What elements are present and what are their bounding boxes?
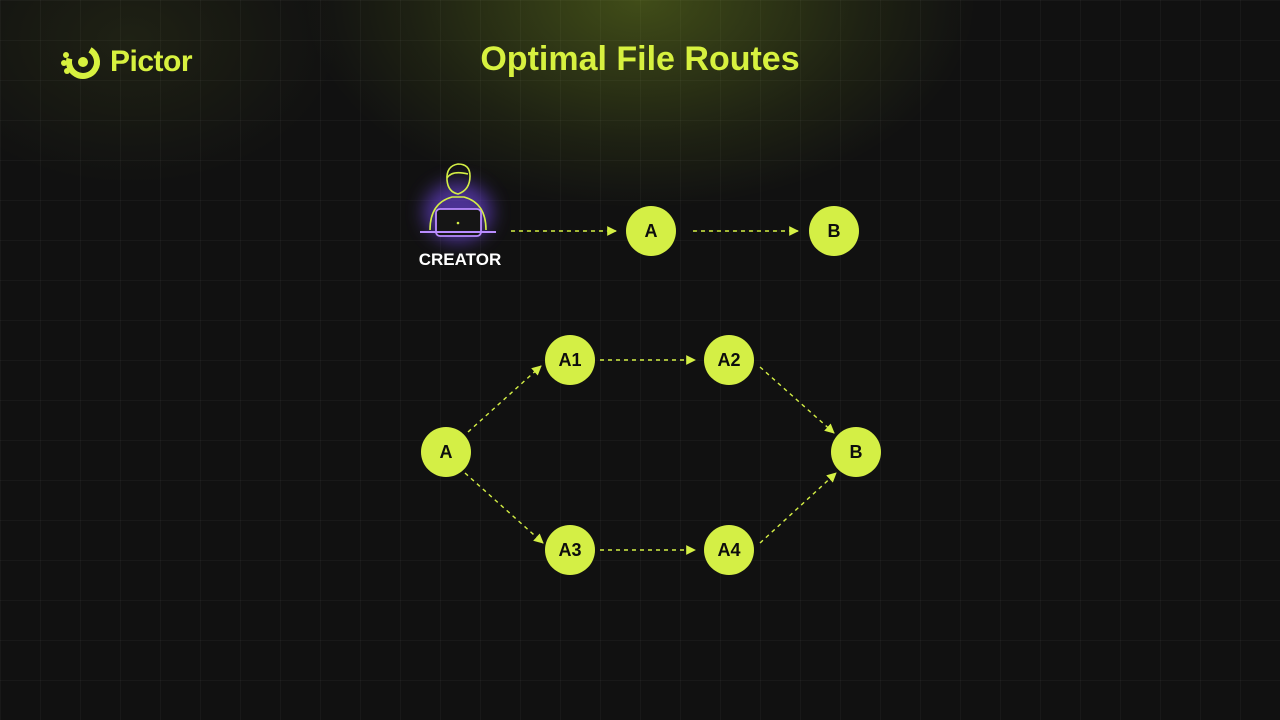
pictor-logo-icon bbox=[61, 45, 100, 79]
brand-name: Pictor bbox=[110, 45, 193, 78]
edge-a-a1 bbox=[467, 365, 542, 433]
node-a: A bbox=[421, 427, 471, 477]
svg-text:A: A bbox=[645, 221, 658, 241]
edge-a4-b bbox=[759, 472, 837, 544]
node-top-b: B bbox=[809, 206, 859, 256]
svg-text:A3: A3 bbox=[558, 540, 581, 560]
node-b: B bbox=[831, 427, 881, 477]
node-top-a: A bbox=[626, 206, 676, 256]
svg-text:A: A bbox=[440, 442, 453, 462]
svg-text:A1: A1 bbox=[558, 350, 581, 370]
node-a2: A2 bbox=[704, 335, 754, 385]
page-title: Optimal File Routes bbox=[480, 40, 800, 78]
svg-text:A2: A2 bbox=[717, 350, 740, 370]
svg-text:B: B bbox=[850, 442, 863, 462]
bottom-route-edges bbox=[464, 355, 837, 555]
node-a1: A1 bbox=[545, 335, 595, 385]
svg-text:A4: A4 bbox=[717, 540, 740, 560]
node-a4: A4 bbox=[704, 525, 754, 575]
edge-a-a3 bbox=[464, 472, 544, 544]
edge-a2-b bbox=[759, 366, 835, 434]
creator-figure: CREATOR bbox=[419, 163, 502, 269]
person-laptop-icon bbox=[420, 163, 496, 242]
creator-label: CREATOR bbox=[419, 250, 502, 269]
svg-text:B: B bbox=[828, 221, 841, 241]
brand-logo: Pictor bbox=[60, 40, 193, 84]
node-a3: A3 bbox=[545, 525, 595, 575]
